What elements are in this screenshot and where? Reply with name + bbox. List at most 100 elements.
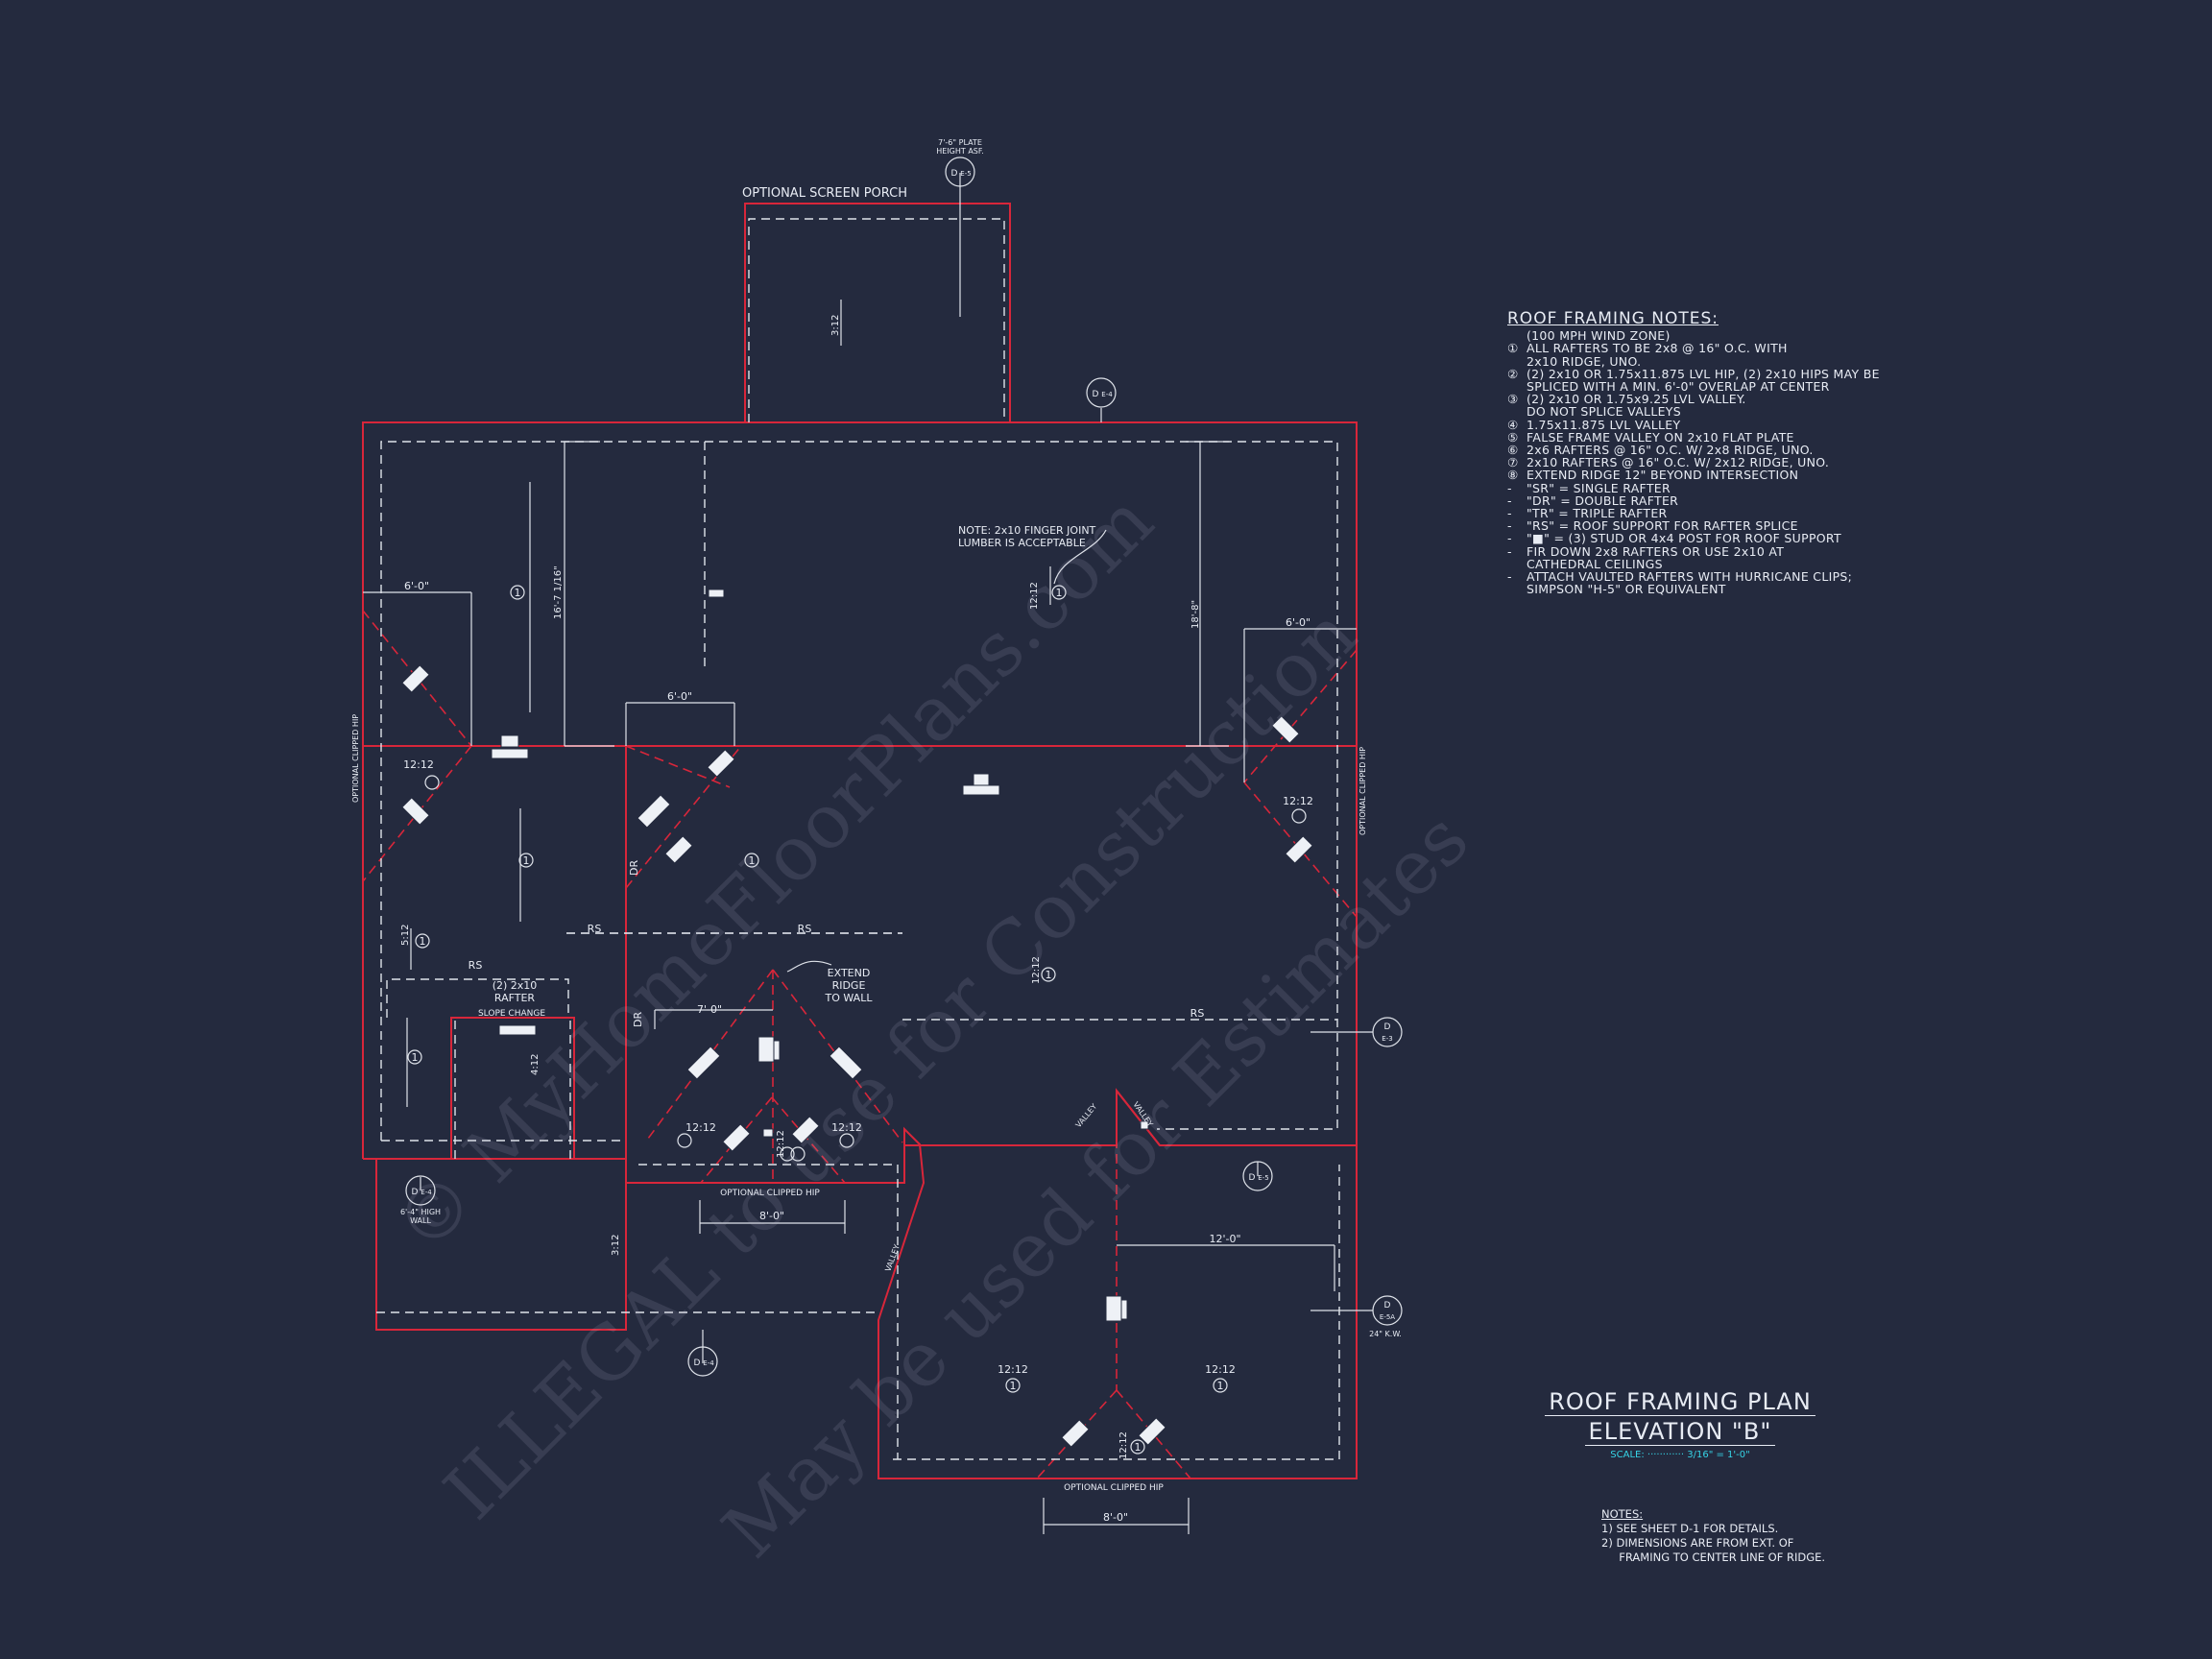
note-text: 2x10 RAFTERS @ 16" O.C. W/ 2x12 RIDGE, U… bbox=[1527, 455, 1830, 470]
svg-text:1: 1 bbox=[1056, 587, 1063, 599]
svg-text:3:12: 3:12 bbox=[611, 1235, 621, 1256]
svg-text:(2) 2x10: (2) 2x10 bbox=[493, 979, 538, 992]
svg-text:D: D bbox=[1384, 1301, 1391, 1310]
svg-text:7'-6" PLATE: 7'-6" PLATE bbox=[938, 138, 982, 147]
svg-text:D: D bbox=[1249, 1173, 1256, 1183]
note-text: 2x6 RAFTERS @ 16" O.C. W/ 2x8 RIDGE, UNO… bbox=[1527, 443, 1814, 458]
label-optional-screen-porch: OPTIONAL SCREEN PORCH bbox=[742, 186, 907, 201]
svg-text:1: 1 bbox=[1135, 1441, 1142, 1454]
roof-framing-note-item: -FIR DOWN 2x8 RAFTERS OR USE 2x10 AT bbox=[1507, 544, 1920, 557]
svg-text:OPTIONAL CLIPPED HIP: OPTIONAL CLIPPED HIP bbox=[720, 1189, 820, 1198]
svg-text:12:12: 12:12 bbox=[685, 1121, 716, 1134]
note-text: (2) 2x10 OR 1.75x11.875 LVL HIP, (2) 2x1… bbox=[1527, 366, 1880, 381]
drawing-subtitle: ELEVATION "B" bbox=[1584, 1418, 1776, 1446]
note-text: "■" = (3) STUD OR 4x4 POST FOR ROOF SUPP… bbox=[1527, 531, 1841, 546]
roof-framing-note-item: CATHEDRAL CEILINGS bbox=[1507, 558, 1920, 570]
label-finger-joint-note: NOTE: 2x10 FINGER JOINT bbox=[958, 524, 1096, 537]
roof-framing-note-item: SPLICED WITH A MIN. 6'-0" OVERLAP AT CEN… bbox=[1507, 380, 1920, 393]
roof-framing-note-item: ④ 1.75x11.875 LVL VALLEY bbox=[1507, 417, 1920, 432]
detail-callouts bbox=[405, 156, 1403, 1377]
note-text: ATTACH VAULTED RAFTERS WITH HURRICANE CL… bbox=[1527, 569, 1853, 585]
note-marker: ⑤ bbox=[1507, 429, 1519, 445]
svg-text:DR: DR bbox=[632, 1012, 644, 1027]
svg-text:6'-0": 6'-0" bbox=[667, 690, 692, 703]
svg-text:16'-7 1/16": 16'-7 1/16" bbox=[553, 565, 564, 619]
dimension-lines bbox=[363, 173, 1373, 1534]
note-text: SPLICED WITH A MIN. 6'-0" OVERLAP AT CEN… bbox=[1527, 379, 1830, 395]
footer-note-line: 2) DIMENSIONS ARE FROM EXT. OF bbox=[1601, 1536, 1794, 1550]
footer-note-line: FRAMING TO CENTER LINE OF RIDGE. bbox=[1601, 1551, 1826, 1564]
drawing-title-block: ROOF FRAMING PLAN ELEVATION "B" SCALE: ·… bbox=[1536, 1388, 1824, 1460]
post-blocks bbox=[491, 589, 1149, 1322]
svg-text:1: 1 bbox=[412, 1051, 419, 1064]
roof-framing-note-item: ③(2) 2x10 OR 1.75x9.25 LVL VALLEY. bbox=[1507, 393, 1920, 405]
svg-text:8'-0": 8'-0" bbox=[1103, 1511, 1128, 1524]
note-marker bbox=[1507, 405, 1527, 418]
rafter-type-marker-labels: 1 1 1 1 1 1 1 1 1 1 bbox=[412, 587, 1224, 1454]
svg-text:12:12: 12:12 bbox=[1029, 582, 1040, 610]
roof-framing-note-item: ②(2) 2x10 OR 1.75x11.875 LVL HIP, (2) 2x… bbox=[1507, 368, 1920, 380]
note-text: (100 MPH WIND ZONE) bbox=[1527, 328, 1671, 344]
svg-text:SLOPE CHANGE: SLOPE CHANGE bbox=[478, 1009, 545, 1019]
svg-text:12'-0": 12'-0" bbox=[1209, 1233, 1240, 1245]
roof-framing-note-item: DO NOT SPLICE VALLEYS bbox=[1507, 405, 1920, 418]
note-text: DO NOT SPLICE VALLEYS bbox=[1527, 404, 1681, 420]
note-marker: ⑧ bbox=[1507, 468, 1519, 483]
note-text: ALL RAFTERS TO BE 2x8 @ 16" O.C. WITH bbox=[1527, 341, 1788, 356]
drawing-scale: SCALE: ············ 3/16" = 1'-0" bbox=[1610, 1450, 1750, 1460]
svg-text:D: D bbox=[1093, 390, 1099, 399]
roof-framing-note-item: -"DR" = DOUBLE RAFTER bbox=[1507, 494, 1920, 507]
svg-text:LUMBER IS ACCEPTABLE: LUMBER IS ACCEPTABLE bbox=[958, 537, 1086, 549]
note-marker: ④ bbox=[1507, 417, 1519, 432]
svg-text:1: 1 bbox=[749, 854, 756, 867]
note-text: "SR" = SINGLE RAFTER bbox=[1527, 480, 1671, 495]
note-marker bbox=[1507, 355, 1527, 368]
svg-text:OPTIONAL CLIPPED HIP: OPTIONAL CLIPPED HIP bbox=[351, 714, 360, 803]
svg-text:12:12: 12:12 bbox=[1118, 1431, 1129, 1459]
dashed-framing-lines bbox=[376, 218, 1340, 1460]
footer-notes-heading: NOTES: bbox=[1601, 1507, 1644, 1521]
svg-text:6'-0": 6'-0" bbox=[404, 580, 429, 592]
note-marker bbox=[1507, 583, 1527, 595]
svg-text:24" K.W.: 24" K.W. bbox=[1369, 1330, 1402, 1338]
svg-text:RS: RS bbox=[469, 959, 483, 972]
svg-text:1: 1 bbox=[420, 935, 426, 948]
svg-text:E-4: E-4 bbox=[1101, 391, 1113, 398]
roof-framing-notes-title: ROOF FRAMING NOTES: bbox=[1507, 309, 1719, 328]
svg-text:6'-0": 6'-0" bbox=[1286, 616, 1310, 629]
svg-text:12:12: 12:12 bbox=[1283, 795, 1313, 807]
note-marker: - bbox=[1507, 506, 1512, 521]
roof-framing-notes: ROOF FRAMING NOTES: (100 MPH WIND ZONE) ①… bbox=[1507, 309, 1920, 595]
svg-text:1: 1 bbox=[1046, 969, 1052, 981]
svg-text:WALL: WALL bbox=[410, 1216, 431, 1225]
svg-text:E-4: E-4 bbox=[421, 1189, 432, 1196]
note-marker: - bbox=[1507, 569, 1512, 585]
svg-text:7'-0": 7'-0" bbox=[697, 1003, 722, 1016]
note-text: 1.75x11.875 LVL VALLEY bbox=[1527, 417, 1681, 432]
svg-text:12:12: 12:12 bbox=[403, 758, 434, 771]
roof-framing-note-item: ⑥ 2x6 RAFTERS @ 16" O.C. W/ 2x8 RIDGE, UN… bbox=[1507, 444, 1920, 456]
svg-text:12:12: 12:12 bbox=[998, 1363, 1028, 1376]
exterior-wall-outline bbox=[362, 203, 1358, 1479]
svg-text:1: 1 bbox=[523, 854, 530, 867]
svg-text:D: D bbox=[412, 1188, 419, 1197]
note-marker: ⑥ bbox=[1507, 443, 1519, 458]
note-text: 2x10 RIDGE, UNO. bbox=[1527, 353, 1642, 369]
svg-text:EXTEND: EXTEND bbox=[828, 967, 871, 979]
svg-text:E-5: E-5 bbox=[960, 170, 971, 178]
note-marker: - bbox=[1507, 493, 1512, 508]
footer-notes: NOTES: 1) SEE SHEET D-1 FOR DETAILS. 2) … bbox=[1601, 1507, 1825, 1565]
detail-callout-labels: D E-5 D E-4 D E-3 D E-5A D E-4 D E-4 D E… bbox=[412, 169, 1396, 1368]
svg-text:RIDGE: RIDGE bbox=[832, 979, 866, 992]
svg-text:1: 1 bbox=[515, 587, 521, 599]
note-text: CATHEDRAL CEILINGS bbox=[1527, 556, 1663, 571]
note-marker: ③ bbox=[1507, 392, 1519, 407]
note-text: "RS" = ROOF SUPPORT FOR RAFTER SPLICE bbox=[1527, 518, 1798, 534]
roof-framing-note-item: 2x10 RIDGE, UNO. bbox=[1507, 353, 1920, 369]
note-marker: ① bbox=[1507, 341, 1519, 356]
svg-text:RS: RS bbox=[588, 923, 602, 935]
svg-text:18'-8": 18'-8" bbox=[1190, 600, 1201, 629]
